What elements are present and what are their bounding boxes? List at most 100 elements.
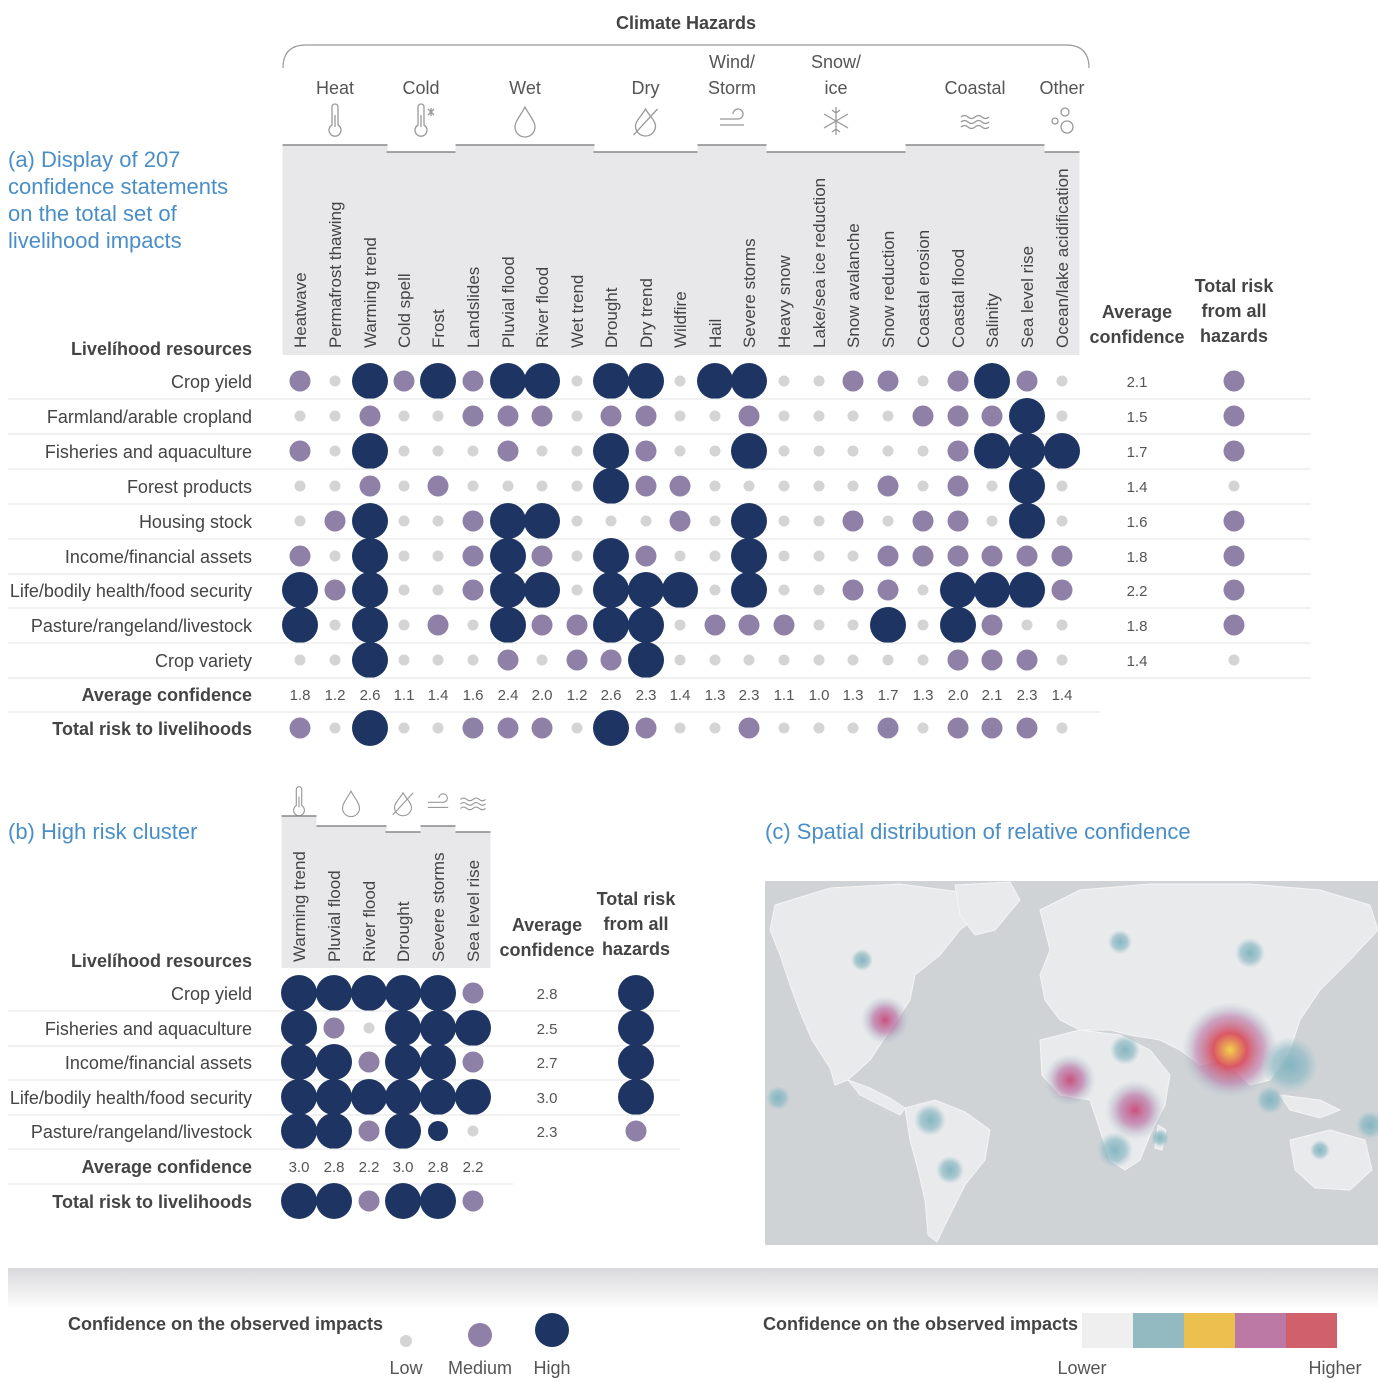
confidence-dot [420, 975, 456, 1011]
panel-b-resources-header: Livelíhood resources [71, 951, 252, 971]
confidence-dot [1009, 433, 1045, 469]
column-average: 2.0 [532, 687, 553, 704]
confidence-dot [352, 642, 388, 678]
group-label: Snow/ [811, 52, 861, 72]
confidence-dot [917, 619, 929, 631]
row-average: 1.8 [1127, 618, 1148, 635]
confidence-dot [778, 480, 790, 492]
row-total-dot [625, 1120, 647, 1142]
legend-medium-dot [468, 1323, 492, 1347]
confidence-dot [294, 480, 306, 492]
confidence-dot [947, 440, 969, 462]
confidence-dot [1009, 468, 1045, 504]
row-total-dot [618, 975, 654, 1011]
confidence-dot [324, 510, 346, 532]
row-average: 3.0 [537, 1090, 558, 1107]
confidence-dot [731, 538, 767, 574]
confidence-dot [731, 363, 767, 399]
total-header-line: Total risk [1195, 276, 1275, 296]
confidence-dot [986, 480, 998, 492]
group-header-bg [697, 145, 767, 355]
group-header-bg [385, 832, 421, 968]
confidence-dot [917, 584, 929, 596]
row-total-dot [1223, 579, 1245, 601]
column-average: 2.6 [360, 687, 381, 704]
confidence-dot [385, 1044, 421, 1080]
group-label: ice [824, 78, 847, 98]
confidence-dot [778, 584, 790, 596]
color-scale-swatch [1286, 1313, 1337, 1348]
confidence-dot [359, 475, 381, 497]
column-header: Severe storms [740, 238, 759, 348]
confidence-dot [467, 619, 479, 631]
confidence-dot [398, 584, 410, 596]
row-average: 1.4 [1127, 653, 1148, 670]
confidence-dot [352, 433, 388, 469]
confidence-dot [669, 475, 691, 497]
group-header-bg [1044, 152, 1080, 355]
confidence-dot [462, 579, 484, 601]
row-label: Income/financial assets [65, 1053, 252, 1073]
confidence-dot [813, 480, 825, 492]
group-header-bg [281, 816, 317, 968]
confidence-dot [635, 545, 657, 567]
panel-a-title-line: confidence statements [8, 174, 228, 199]
confidence-dot [281, 975, 317, 1011]
column-average: 1.7 [878, 687, 899, 704]
confidence-dot [731, 572, 767, 608]
confidence-dot [490, 538, 526, 574]
confidence-dot [674, 619, 686, 631]
color-scale-swatch [1133, 1313, 1184, 1348]
confidence-dot [490, 607, 526, 643]
confidence-dot [813, 619, 825, 631]
group-label: Wet [509, 78, 541, 98]
confidence-dot [593, 538, 629, 574]
column-average: 1.3 [705, 687, 726, 704]
confidence-dot [1009, 398, 1045, 434]
confidence-dot [385, 1010, 421, 1046]
confidence-dot [455, 1079, 491, 1115]
confidence-dot [462, 370, 484, 392]
column-total-dot [917, 722, 929, 734]
confidence-dot [738, 405, 760, 427]
confidence-dot [743, 480, 755, 492]
dry-icon [392, 791, 414, 817]
column-total-dot [432, 722, 444, 734]
column-header: Heatwave [291, 272, 310, 348]
confidence-dot [352, 503, 388, 539]
climate-hazards-bracket [282, 44, 1090, 69]
panel-a-title-line: livelihood impacts [8, 228, 182, 253]
row-total-dot [618, 1010, 654, 1046]
confidence-dot [1044, 433, 1080, 469]
column-total-dot [420, 1183, 456, 1219]
drop-icon [341, 789, 361, 818]
confidence-dot [281, 1113, 317, 1149]
column-average: 1.6 [463, 687, 484, 704]
column-average: 1.4 [428, 687, 449, 704]
confidence-dot [329, 375, 341, 387]
column-header: Cold spell [395, 273, 414, 348]
drop-icon [514, 105, 536, 138]
group-label: Storm [708, 78, 756, 98]
color-scale-swatch [1082, 1313, 1133, 1348]
row-total-dot [1223, 614, 1245, 636]
confidence-dot [1056, 515, 1068, 527]
confidence-dot [778, 515, 790, 527]
confidence-dot [432, 550, 444, 562]
confidence-dot [352, 572, 388, 608]
column-total-dot [813, 722, 825, 734]
confidence-dot [536, 654, 548, 666]
confidence-dot [462, 545, 484, 567]
row-average: 2.8 [537, 986, 558, 1003]
confidence-dot [842, 510, 864, 532]
panel-a-title-line: on the total set of [8, 201, 178, 226]
group-header-bg [455, 145, 595, 355]
row-total-dot [1223, 545, 1245, 567]
confidence-dot [398, 515, 410, 527]
confidence-dot [316, 1113, 352, 1149]
confidence-dot [877, 579, 899, 601]
confidence-dot [420, 1010, 456, 1046]
column-total-dot [674, 722, 686, 734]
confidence-dot [1009, 572, 1045, 608]
